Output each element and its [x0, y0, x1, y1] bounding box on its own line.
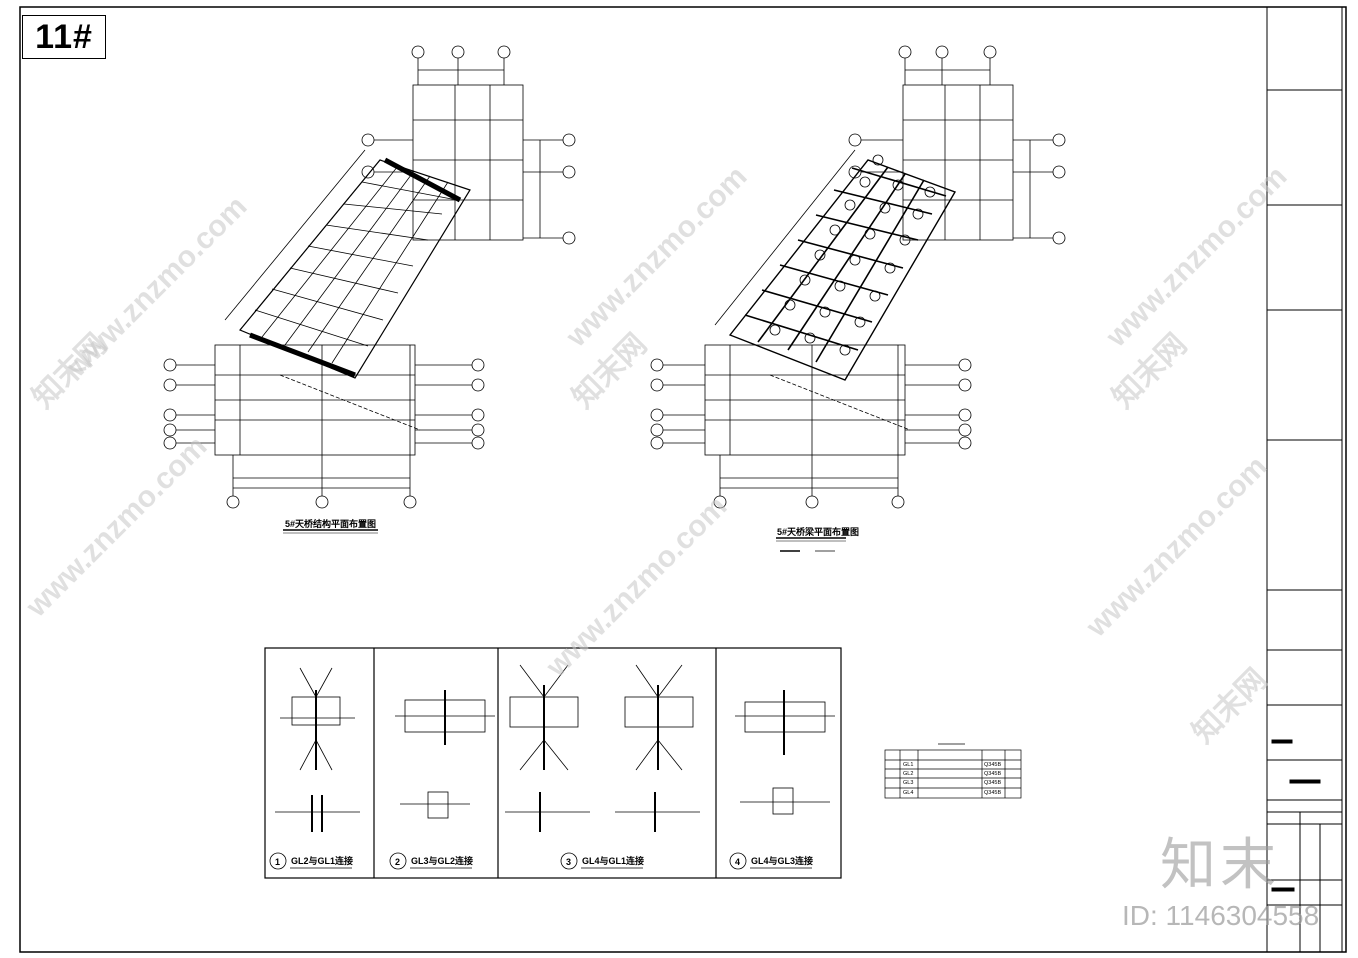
brand-id: ID: 1146304558: [1122, 900, 1320, 931]
member-grade: Q345B: [984, 780, 1001, 786]
member-code: GL3: [903, 780, 913, 786]
detail-2-title: GL3与GL2连接: [411, 855, 473, 866]
member-table: [884, 743, 1022, 799]
brand-logo: 知末: [1160, 833, 1280, 898]
left-plan-title: 5#天桥结构平面布置图: [285, 518, 376, 529]
detail-4-number: 4: [735, 857, 740, 867]
member-code: GL4: [903, 790, 913, 796]
right-plan-title: 5#天桥梁平面布置图: [777, 526, 859, 537]
member-grade: Q345B: [984, 790, 1001, 796]
left-plan: [163, 45, 576, 534]
detail-1-number: 1: [275, 857, 280, 867]
detail-4-title: GL4与GL3连接: [751, 855, 813, 866]
sheet-border: [19, 6, 1347, 953]
detail-2-number: 2: [395, 857, 400, 867]
title-block: [1266, 7, 1343, 952]
member-table-text: GL1 Q345B GL2 Q345B GL3 Q345B GL4 Q345B: [903, 762, 1001, 796]
right-plan: [650, 45, 1066, 552]
detail-3-number: 3: [566, 857, 571, 867]
detail-labels: 1 GL2与GL1连接 2 GL3与GL2连接 3 GL4与GL1连接 4 GL…: [275, 855, 813, 867]
member-grade: Q345B: [984, 762, 1001, 768]
member-code: GL2: [903, 771, 913, 777]
member-grade: Q345B: [984, 771, 1001, 777]
detail-3-title: GL4与GL1连接: [582, 855, 644, 866]
details-panel: [264, 647, 842, 879]
detail-1-title: GL2与GL1连接: [291, 855, 353, 866]
member-code: GL1: [903, 762, 913, 768]
sheet-number: 11#: [22, 15, 106, 59]
